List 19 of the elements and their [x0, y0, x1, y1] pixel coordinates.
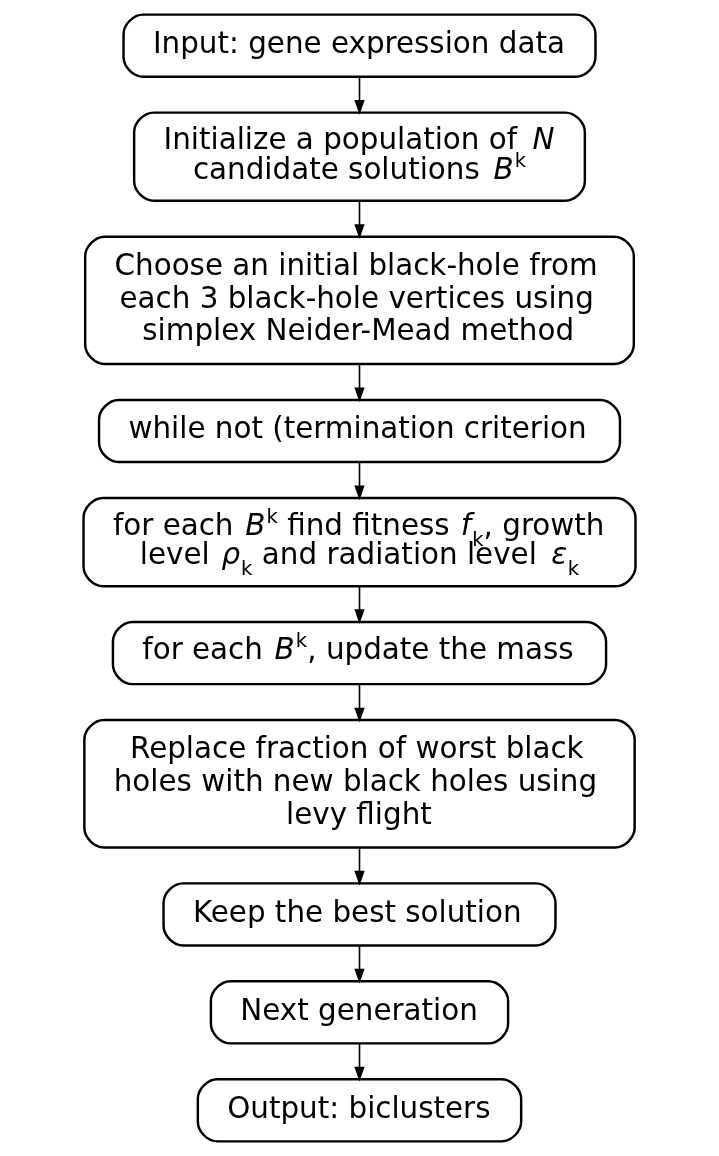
arrow	[354, 846, 365, 886]
arrow	[354, 585, 365, 624]
node-box: Initialize a population of N candidate solutions B$^{k}$	[132, 111, 587, 202]
arrow	[354, 75, 365, 115]
node-box: Keep the best solution	[162, 882, 557, 947]
node-box: Next generation	[209, 980, 510, 1045]
node-box: Output: biclusters	[196, 1078, 523, 1143]
arrow	[354, 461, 365, 501]
node-box: for each B$^{k}$, update the mass	[111, 620, 608, 686]
arrow	[354, 944, 365, 984]
node-box: Choose an initial black-hole from each 3 black-hole vertices using simplex Neider-Mead method	[83, 235, 636, 366]
node-box: Replace fraction of worst black holes with new black holes using levy flight	[83, 718, 636, 849]
node-box: for each B$^{k}$ find fitness f$_{k}$, growth level ρ$_{k}$ and radiation level ε$_{k}$	[82, 496, 637, 588]
arrow	[354, 1042, 365, 1082]
node-box: Input: gene expression data	[122, 13, 597, 78]
arrow	[354, 200, 365, 239]
arrow	[354, 683, 365, 723]
node-box: while not (termination criterion	[97, 398, 622, 464]
arrow	[354, 363, 365, 403]
